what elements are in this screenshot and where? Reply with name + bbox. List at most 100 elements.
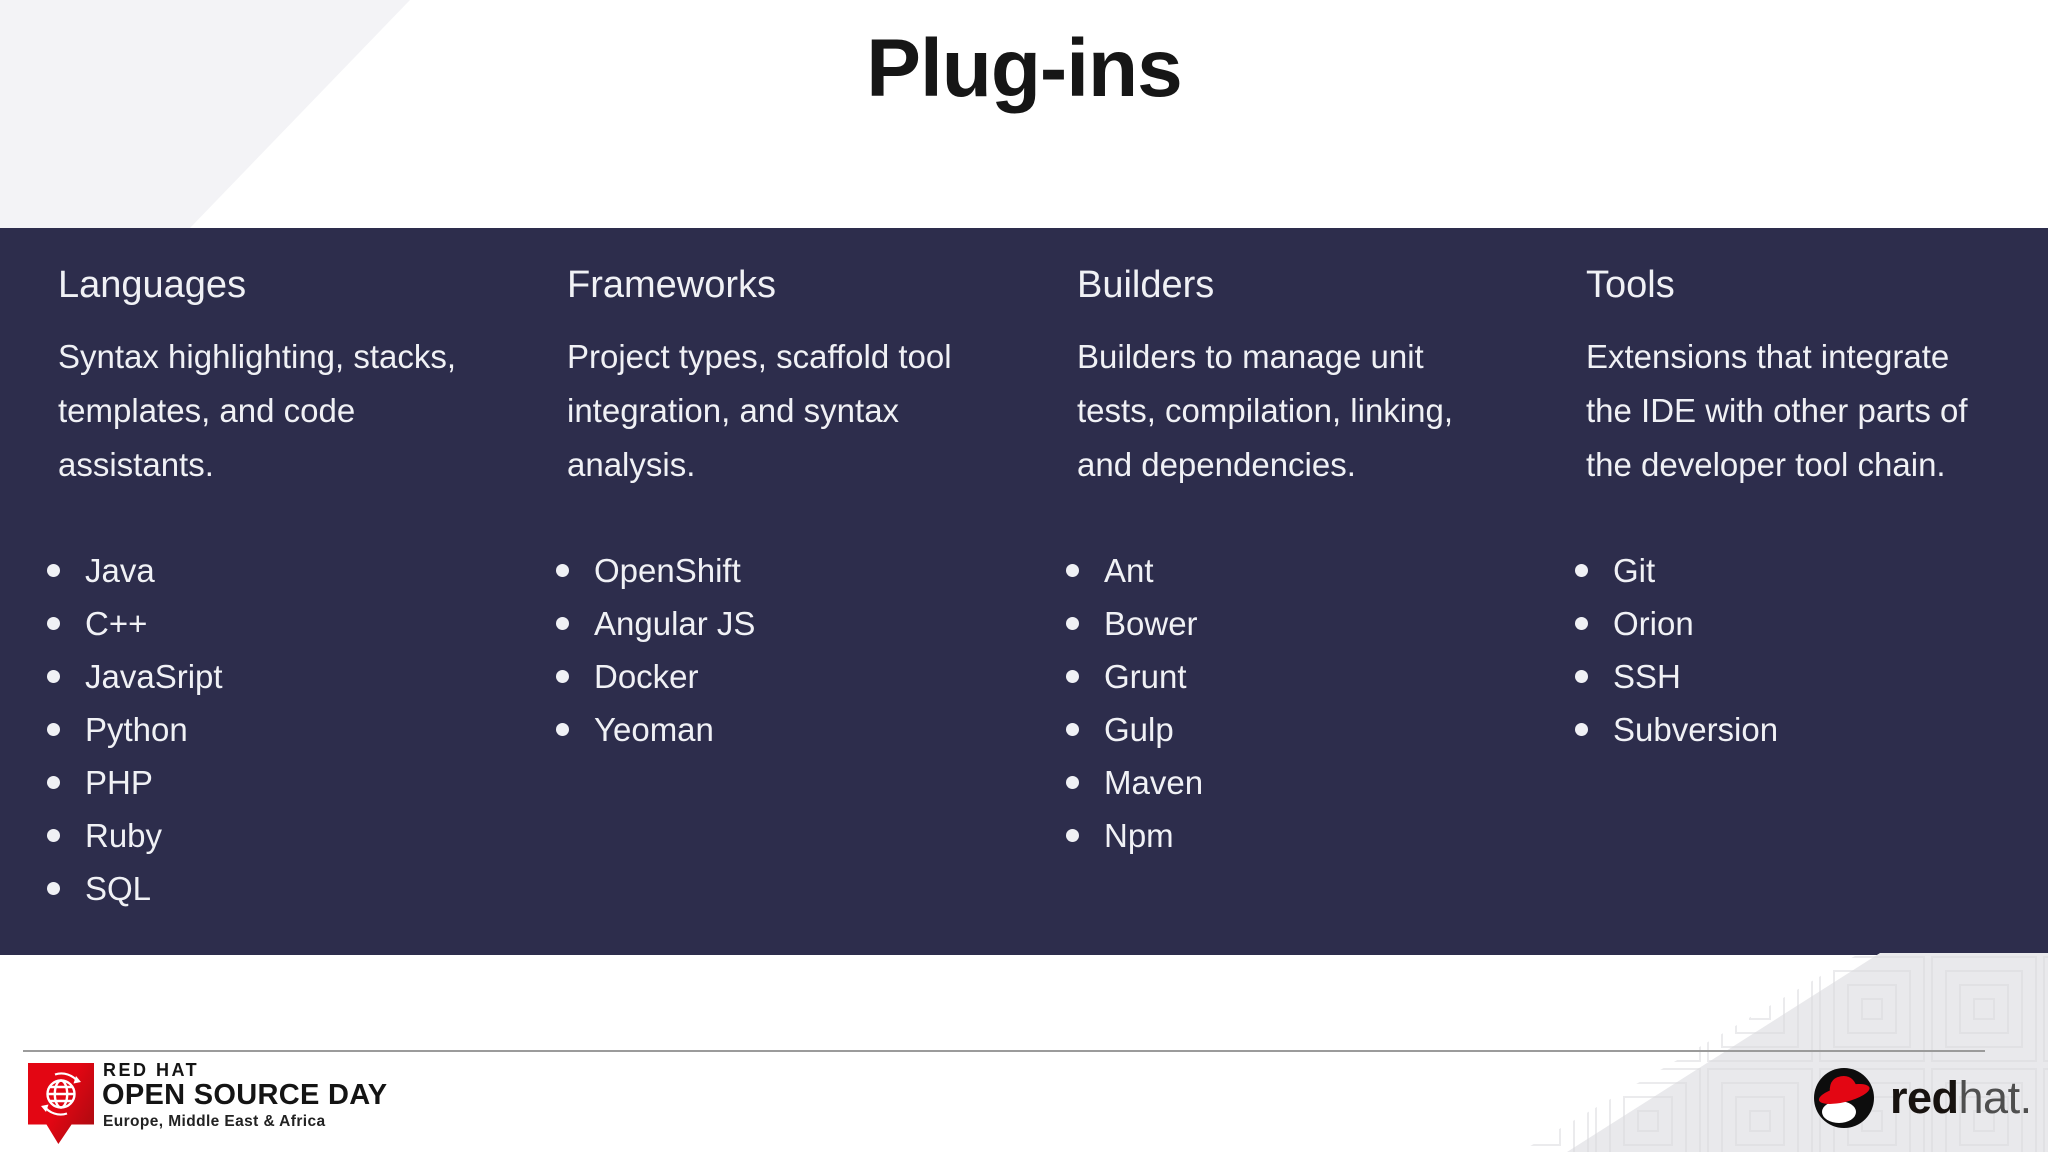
- list-item: Ruby: [47, 809, 223, 862]
- bullet-list: Git Orion SSH Subversion: [1575, 544, 1778, 756]
- column-description: Project types, scaffold tool integration…: [567, 330, 952, 492]
- column-languages: Languages Syntax highlighting, stacks, t…: [47, 228, 538, 955]
- footer-divider: [23, 1050, 1985, 1052]
- column-frameworks: Frameworks Project types, scaffold tool …: [556, 228, 1047, 955]
- description-line: Syntax highlighting, stacks,: [58, 338, 457, 375]
- list-item-label: Java: [85, 551, 155, 589]
- globe-icon: [41, 1072, 81, 1116]
- column-header: Builders: [1077, 264, 1215, 306]
- bullet-dot: [556, 564, 569, 577]
- event-region: Europe, Middle East & Africa: [103, 1113, 326, 1130]
- list-item-label: Orion: [1613, 604, 1694, 642]
- slide-title: Plug-ins: [866, 23, 1182, 114]
- list-item: Ant: [1066, 544, 1203, 597]
- column-header: Frameworks: [567, 264, 777, 306]
- bullet-dot: [1575, 670, 1588, 683]
- list-item-label: Subversion: [1613, 710, 1779, 748]
- bullet-dot: [47, 882, 60, 895]
- bullet-dot: [1575, 723, 1588, 736]
- bullet-list: Java C++ JavaSript Python PHP Ruby SQL: [47, 544, 223, 915]
- column-description: Syntax highlighting, stacks, templates, …: [58, 330, 456, 492]
- column-header: Languages: [58, 264, 247, 306]
- bullet-dot: [1066, 564, 1079, 577]
- event-logo-badge: [28, 1063, 94, 1144]
- bullet-dot: [1575, 564, 1588, 577]
- list-item-label: OpenShift: [594, 551, 741, 589]
- list-item: Gulp: [1066, 703, 1203, 756]
- description-line: the developer tool chain.: [1586, 446, 1946, 483]
- column-builders: Builders Builders to manage unit tests, …: [1066, 228, 1557, 955]
- description-line: the IDE with other parts of: [1586, 392, 1968, 429]
- list-item: Git: [1575, 544, 1778, 597]
- list-item: Docker: [556, 650, 755, 703]
- list-item-label: Ruby: [85, 816, 163, 854]
- bullet-dot: [1066, 829, 1079, 842]
- list-item: Python: [47, 703, 223, 756]
- list-item-label: Git: [1613, 551, 1656, 589]
- description-line: Extensions that integrate: [1586, 338, 1950, 375]
- redhat-wordmark: redhat.: [1890, 1072, 2032, 1124]
- bullet-dot: [47, 829, 60, 842]
- content-band: Languages Syntax highlighting, stacks, t…: [0, 228, 2048, 955]
- list-item-label: SQL: [85, 869, 152, 907]
- list-item: SQL: [47, 862, 223, 915]
- bullet-dot: [47, 564, 60, 577]
- bullet-dot: [556, 617, 569, 630]
- column-header: Tools: [1586, 264, 1675, 306]
- list-item: Grunt: [1066, 650, 1203, 703]
- bullet-dot: [556, 723, 569, 736]
- bullet-dot: [1066, 617, 1079, 630]
- description-line: templates, and code: [58, 392, 356, 429]
- redhat-shadowman-icon: [1814, 1068, 1874, 1128]
- list-item-label: Ant: [1104, 551, 1154, 589]
- list-item: Bower: [1066, 597, 1203, 650]
- list-item-label: Maven: [1104, 763, 1204, 801]
- list-item-label: PHP: [85, 763, 153, 801]
- bullet-dot: [556, 670, 569, 683]
- list-item: Angular JS: [556, 597, 755, 650]
- column-description: Builders to manage unit tests, compilati…: [1077, 330, 1453, 492]
- description-line: integration, and syntax: [567, 392, 900, 429]
- description-line: and dependencies.: [1077, 446, 1356, 483]
- list-item: JavaSript: [47, 650, 223, 703]
- bullet-dot: [1066, 776, 1079, 789]
- bullet-list: Ant Bower Grunt Gulp Maven Npm: [1066, 544, 1203, 862]
- bullet-list: OpenShift Angular JS Docker Yeoman: [556, 544, 755, 756]
- list-item-label: Docker: [594, 657, 699, 695]
- list-item-label: Grunt: [1104, 657, 1187, 695]
- list-item-label: SSH: [1613, 657, 1681, 695]
- bullet-dot: [1575, 617, 1588, 630]
- bullet-dot: [1066, 723, 1079, 736]
- bottom-right-pattern-decoration: [1520, 953, 2048, 1152]
- list-item: Npm: [1066, 809, 1203, 862]
- list-item-label: Python: [85, 710, 188, 748]
- list-item-label: Angular JS: [594, 604, 756, 642]
- column-description: Extensions that integrate the IDE with o…: [1586, 330, 1968, 492]
- bullet-dot: [1066, 670, 1079, 683]
- list-item: Orion: [1575, 597, 1778, 650]
- bullet-dot: [47, 723, 60, 736]
- list-item: Maven: [1066, 756, 1203, 809]
- description-line: Builders to manage unit: [1077, 338, 1424, 375]
- column-tools: Tools Extensions that integrate the IDE …: [1575, 228, 2048, 955]
- list-item-label: Npm: [1104, 816, 1174, 854]
- list-item-label: JavaSript: [85, 657, 223, 695]
- description-line: tests, compilation, linking,: [1077, 392, 1454, 429]
- bullet-dot: [47, 670, 60, 683]
- list-item: Yeoman: [556, 703, 755, 756]
- event-name: OPEN SOURCE DAY: [102, 1079, 388, 1111]
- list-item: C++: [47, 597, 223, 650]
- list-item-label: Yeoman: [594, 710, 714, 748]
- description-line: Project types, scaffold tool: [567, 338, 952, 375]
- list-item-label: Bower: [1104, 604, 1198, 642]
- description-line: analysis.: [567, 446, 696, 483]
- list-item: OpenShift: [556, 544, 755, 597]
- event-brand: RED HAT: [103, 1060, 200, 1080]
- list-item-label: C++: [85, 604, 148, 642]
- redhat-wordmark-red: red: [1890, 1072, 1959, 1123]
- list-item-label: Gulp: [1104, 710, 1174, 748]
- list-item: PHP: [47, 756, 223, 809]
- description-line: assistants.: [58, 446, 214, 483]
- list-item: Java: [47, 544, 223, 597]
